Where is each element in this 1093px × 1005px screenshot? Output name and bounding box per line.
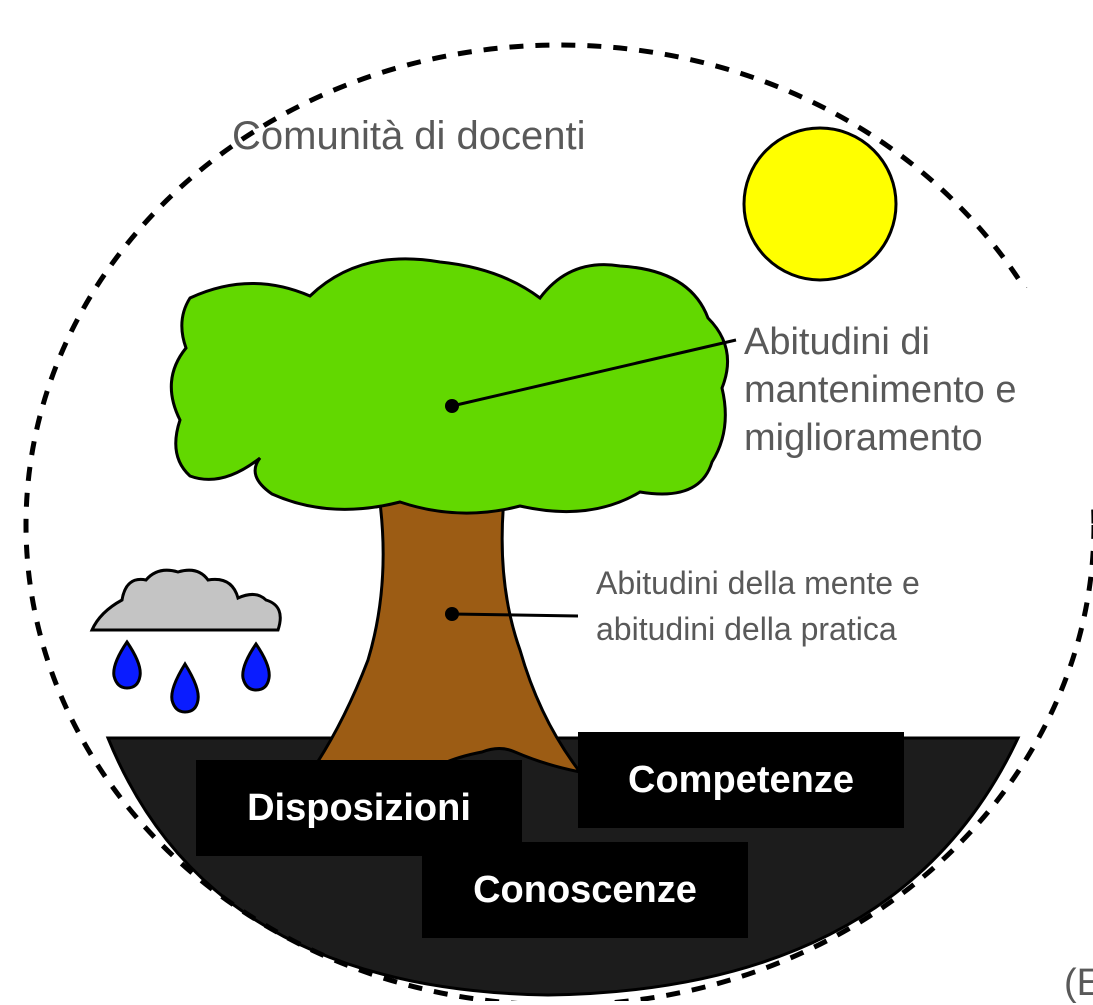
crown-label: Abitudini di mantenimento e migliorament… xyxy=(744,318,1023,462)
crown-pointer-dot xyxy=(445,399,459,413)
crown-label-line: Abitudini di xyxy=(744,321,930,363)
rain-drop xyxy=(170,661,200,714)
trunk-label-line: Abitudini della mente e xyxy=(596,565,920,601)
trunk-label-line: abitudini della pratica xyxy=(596,611,897,647)
corner-text: (E xyxy=(1064,962,1093,1004)
tree-crown xyxy=(169,257,730,515)
rain-drop xyxy=(112,639,142,690)
trunk-label: Abitudini della mente e abitudini della … xyxy=(596,560,920,652)
trunk-pointer-line xyxy=(451,612,579,618)
community-boundary xyxy=(23,42,1093,1001)
community-label: Comunità di docenti xyxy=(232,114,586,158)
tree-trunk xyxy=(311,486,584,780)
trunk-pointer-dot xyxy=(445,607,459,621)
crown-label-line: mantenimento e xyxy=(744,369,1017,411)
root-competences: Competenze xyxy=(578,732,904,828)
rain-drop xyxy=(241,641,271,692)
cloud xyxy=(89,568,282,632)
root-knowledge: Conoscenze xyxy=(422,842,748,938)
crown-label-line: miglioramento xyxy=(744,417,983,459)
sun xyxy=(742,126,898,282)
crown-pointer-line xyxy=(451,338,737,408)
root-dispositions: Disposizioni xyxy=(196,760,522,856)
